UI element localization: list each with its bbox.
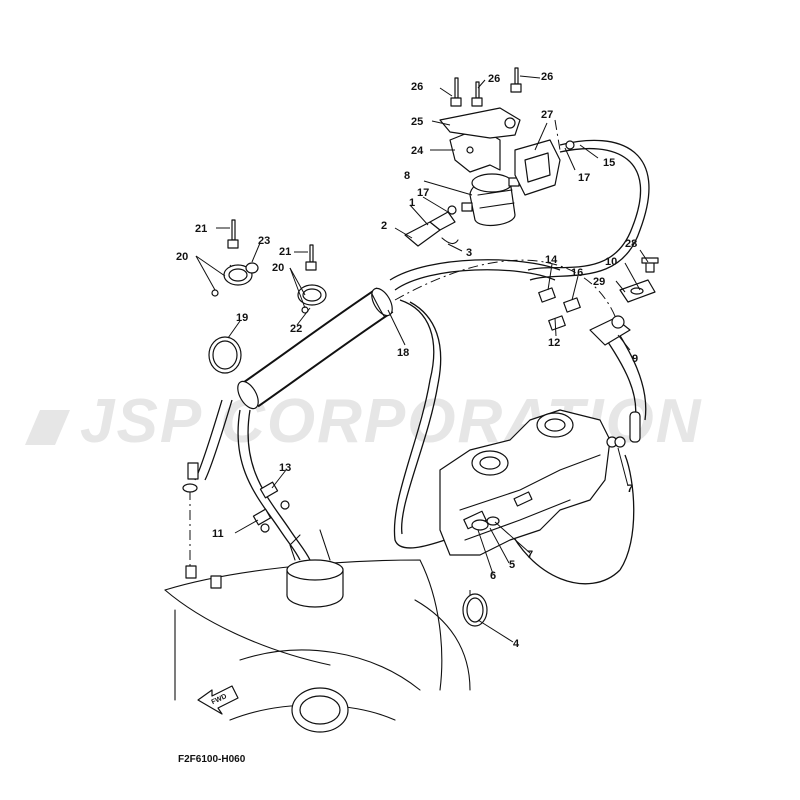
callout-17a: 17 [417,187,429,199]
callout-3: 3 [466,247,472,259]
bracket [439,107,521,173]
callout-1: 1 [409,197,415,209]
callout-26c: 26 [541,71,553,83]
callout-14: 14 [545,254,558,266]
callout-24: 24 [411,145,424,157]
callout-8: 8 [404,170,410,182]
callout-23: 23 [258,235,270,247]
callout-11: 11 [212,528,224,540]
callout-20b: 20 [272,262,284,274]
callout-13: 13 [279,462,291,474]
callout-2: 2 [381,220,387,232]
callout-16: 16 [571,267,583,279]
fittings [182,140,656,589]
carburetor-assembly [439,409,618,556]
fuel-sender [286,529,349,733]
callout-4: 4 [513,638,520,650]
hull-outline [164,559,471,721]
callout-21a: 21 [195,223,207,235]
callout-19: 19 [236,312,248,324]
callout-21b: 21 [279,246,291,258]
callout-26b: 26 [488,73,500,85]
callout-10: 10 [605,256,617,268]
callout-27: 27 [541,109,553,121]
callout-15: 15 [603,157,615,169]
diagram-code: F2F6100-H060 [178,754,246,765]
callout-29: 29 [593,276,605,288]
callout-18: 18 [397,347,409,359]
intake-hose [237,287,394,410]
callout-17b: 17 [578,172,590,184]
callout-28: 28 [625,238,637,250]
callout-6: 6 [490,570,496,582]
callout-9: 9 [632,353,638,365]
fuel-filter [461,173,520,227]
filter-holder [514,139,561,196]
centerlines [189,119,621,620]
bolts [227,67,659,273]
callout-5: 5 [509,559,515,571]
clamps [208,262,488,627]
callout-12: 12 [548,337,560,349]
callout-20a: 20 [176,251,188,263]
callouts: 1 2 3 4 5 6 7 7 8 9 10 11 12 13 14 15 16… [176,71,638,650]
watermark-logo-icon [25,410,70,445]
callout-22: 22 [290,323,302,335]
callout-7a: 7 [527,549,533,561]
callout-7b: 7 [627,483,633,495]
fwd-arrow-icon: FWD [197,685,239,715]
callout-26a: 26 [411,81,423,93]
leader-lines [195,75,649,643]
callout-25: 25 [411,116,423,128]
